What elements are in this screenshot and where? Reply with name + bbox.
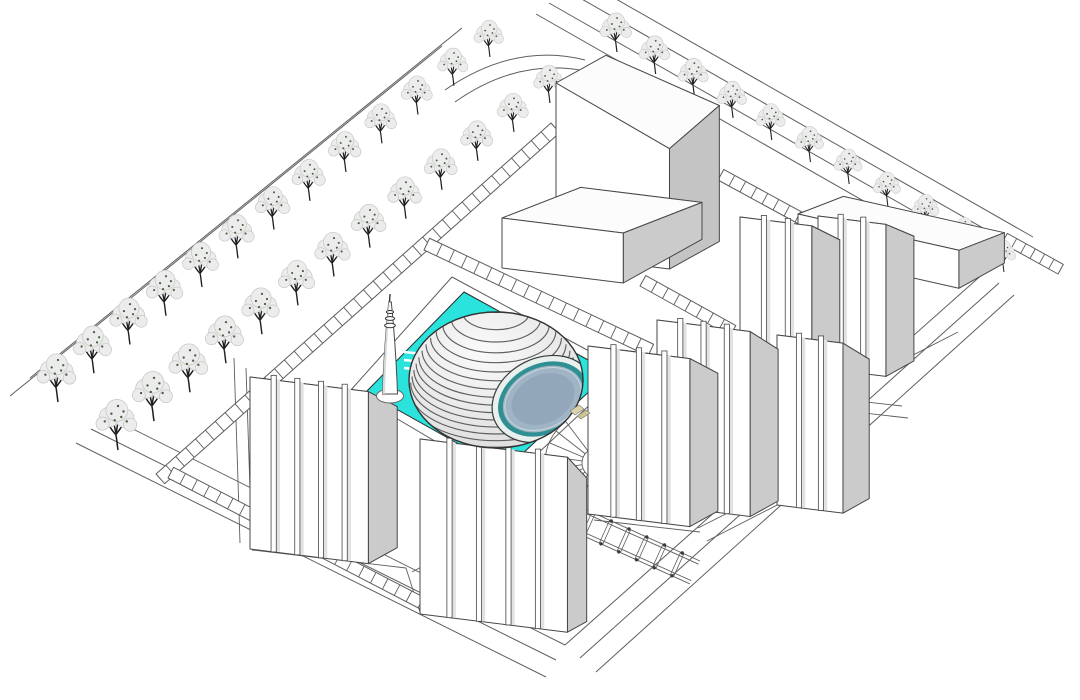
dome [408, 311, 591, 449]
buildings [249, 54, 1005, 633]
dome-ribs [409, 312, 583, 448]
building-slab-l1 [249, 375, 398, 565]
building-slab-l2 [419, 437, 588, 633]
building-slab-r3 [776, 332, 870, 514]
minaret [376, 293, 404, 404]
building-podium [501, 186, 703, 284]
building-slab-r1 [587, 344, 719, 528]
dome-glass-opening [491, 354, 583, 444]
